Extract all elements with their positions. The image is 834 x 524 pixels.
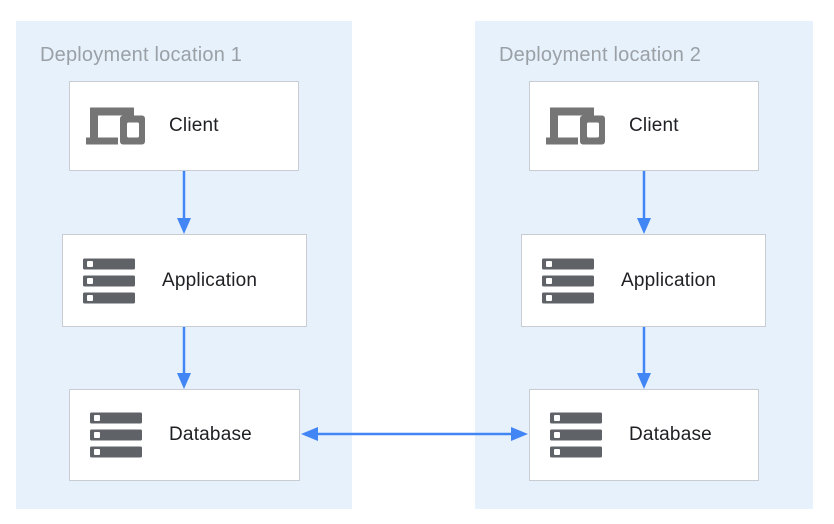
laptop-shape xyxy=(546,107,594,145)
devices-icon-svg xyxy=(546,107,605,145)
server-stack-icon-svg xyxy=(90,412,142,458)
server-bar xyxy=(542,258,594,269)
server-bar xyxy=(550,429,602,441)
server-bar xyxy=(542,292,594,303)
server-led xyxy=(554,449,560,455)
server-led xyxy=(87,277,93,284)
database-node-1: Database xyxy=(69,389,300,481)
server-led xyxy=(546,260,552,267)
devices-icon-svg xyxy=(86,107,145,145)
server-bar xyxy=(83,258,135,269)
phone-screen xyxy=(587,122,599,138)
server-stack-icon xyxy=(83,258,135,303)
client-label: Client xyxy=(169,115,219,136)
server-led xyxy=(554,432,560,438)
phone-screen xyxy=(127,122,139,138)
deployment-location-1-title: Deployment location 1 xyxy=(40,44,243,66)
server-bar xyxy=(83,292,135,303)
database-label: Database xyxy=(629,424,712,445)
laptop-shape xyxy=(86,107,134,145)
server-bar xyxy=(90,446,142,458)
server-bar xyxy=(83,275,135,286)
application-label: Application xyxy=(162,269,258,291)
server-stack-icon-svg xyxy=(83,258,135,303)
server-stack-icon xyxy=(90,412,142,458)
application-node-2: Application xyxy=(521,234,766,327)
server-led xyxy=(94,432,100,438)
server-stack-icon xyxy=(542,258,594,303)
server-bar xyxy=(542,275,594,286)
server-bar xyxy=(90,412,142,424)
server-led xyxy=(546,294,552,301)
application-node-1: Application xyxy=(62,234,307,327)
server-led xyxy=(87,260,93,267)
server-bar xyxy=(550,446,602,458)
application-label: Application xyxy=(621,269,717,291)
server-stack-icon-svg xyxy=(542,258,594,303)
devices-icon xyxy=(86,107,145,145)
server-led xyxy=(94,449,100,455)
server-led xyxy=(87,294,93,301)
deployment-location-2-title: Deployment location 2 xyxy=(499,44,702,66)
client-label: Client xyxy=(629,115,679,136)
client-node-1: Client xyxy=(69,81,299,171)
server-bar xyxy=(550,412,602,424)
server-stack-icon-svg xyxy=(550,412,602,458)
database-node-2: Database xyxy=(529,389,759,481)
server-led xyxy=(554,415,560,421)
server-led xyxy=(94,415,100,421)
server-stack-icon xyxy=(550,412,602,458)
server-led xyxy=(546,277,552,284)
server-bar xyxy=(90,429,142,441)
devices-icon xyxy=(546,107,605,145)
client-node-2: Client xyxy=(529,81,759,171)
database-label: Database xyxy=(169,424,252,445)
